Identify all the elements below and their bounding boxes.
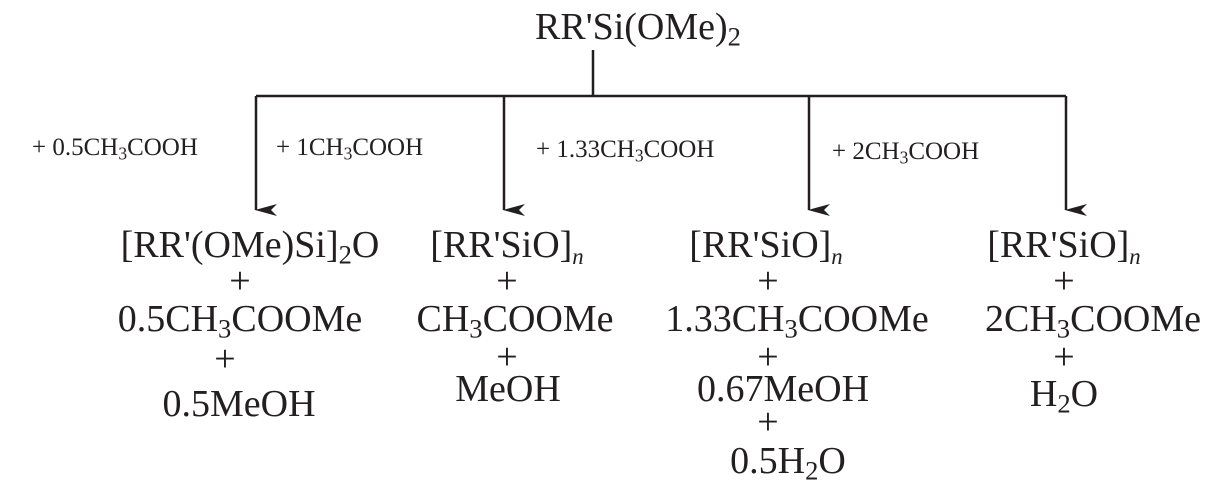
plus-sign: + bbox=[757, 260, 779, 302]
product-1-item-1: 0.5CH3COOMe bbox=[117, 298, 363, 344]
plus-sign: + bbox=[1053, 260, 1075, 302]
product-1-item-2: 0.5MeOH bbox=[162, 383, 316, 425]
plus-sign: + bbox=[496, 260, 518, 302]
product-2-head: [RR'SiO]n bbox=[430, 224, 584, 269]
plus-sign: + bbox=[214, 338, 236, 380]
reagent-label-1: + 0.5CH3COOH bbox=[32, 134, 198, 164]
reagent-label-2: + 1CH3COOH bbox=[276, 134, 424, 164]
product-4-item-2: H2O bbox=[1029, 373, 1099, 419]
product-2-item-1: CH3COOMe bbox=[416, 298, 614, 344]
reagent-label-3: + 1.33CH3COOH bbox=[536, 136, 715, 166]
plus-sign: + bbox=[757, 336, 779, 378]
reagent-label-4: + 2CH3COOH bbox=[832, 138, 980, 168]
product-3-head: [RR'SiO]n bbox=[689, 224, 843, 269]
product-3-item-3: 0.5H2O bbox=[730, 440, 846, 486]
plus-sign: + bbox=[757, 401, 779, 443]
product-4-item-1: 2CH3COOMe bbox=[985, 298, 1201, 344]
plus-sign: + bbox=[1053, 336, 1075, 378]
product-3-item-2: 0.67MeOH bbox=[696, 368, 870, 410]
product-1-head: [RR'(OMe)Si]2O bbox=[120, 224, 380, 270]
product-4-head: [RR'SiO]n bbox=[987, 224, 1141, 269]
reactant-formula: RR'Si(OMe)2 bbox=[535, 6, 741, 52]
plus-sign: + bbox=[229, 260, 251, 302]
product-3-item-1: 1.33CH3COOMe bbox=[665, 298, 929, 344]
plus-sign: + bbox=[496, 336, 518, 378]
product-2-item-2: MeOH bbox=[455, 368, 561, 410]
